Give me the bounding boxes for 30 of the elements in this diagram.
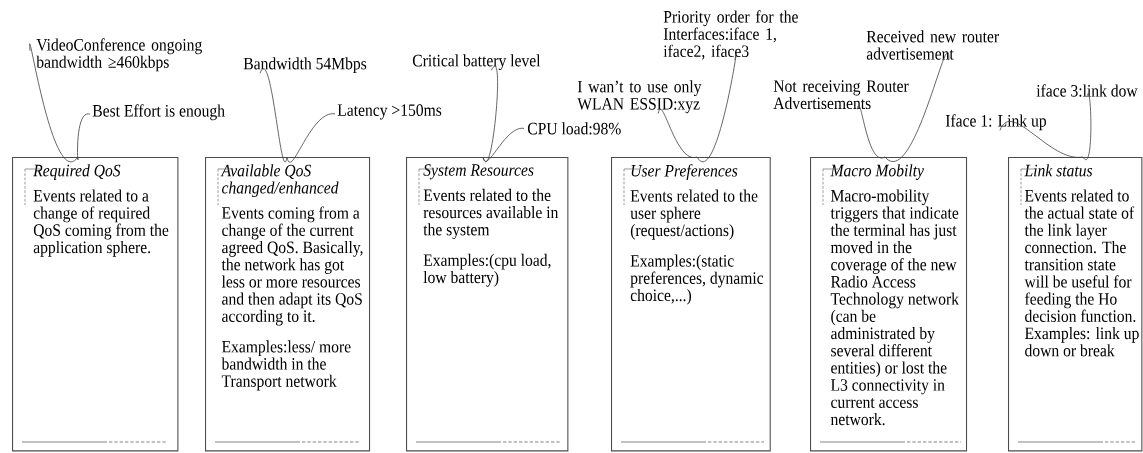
category-box: System Resources Events related to the resources available in the system Examples:(cpu load, low battery) [406,157,569,452]
category-box: Required QoS Events related to a change of required QoS coming from the application sphere. [12,157,179,452]
category-box: User Preferences Events related to the user sphere (request/actions) Examples:(static preferences, dynamic choice,...) [611,157,771,452]
leader-line [482,65,498,162]
annotation-text: Iface 1: Link up [945,114,1046,131]
annotation-text: Received new router advertisement [866,30,999,60]
leader-line [29,43,79,163]
leader-line [259,68,288,163]
category-box: Link status Events related to the actual state of the link layer connection. The transition state will be useful for feeding the Ho decision function. Examples: link up down or break [1008,157,1143,452]
annotation-text: Bandwidth 54Mbps [243,57,367,73]
annotation-text: Priority order for the Interfaces:iface 1, iface2, iface3 [663,10,798,60]
annotation-text: I wan’t to use only WLAN ESSID:xyz [577,80,702,114]
category-box: Available QoS changed/enhanced Events coming from a change of the current agreed QoS. Basically, the network has got less or more resources and then adapt its QoS according to it. Examples:less/ more bandwidth in the Transport network [205,157,371,452]
leader-line [884,52,950,162]
annotation-text: Not receiving Router Advertisements [773,80,909,110]
annotation-text: Critical battery level [412,54,541,71]
annotation-text: Latency >150ms [337,104,442,120]
annotation-text: VideoConference ongoing bandwidth ≥460kbps [36,38,202,72]
leader-line [856,105,886,159]
leader-line [482,128,525,162]
leader-line [1082,93,1092,161]
leader-line [696,53,737,163]
annotation-text: Best Effort is enough [92,104,225,121]
leader-line [999,121,1084,158]
leader-line [286,113,336,163]
annotation-text: CPU load:98% [527,122,621,135]
category-box: Macro Mobilty Macro-mobility triggers that indicate the terminal has just moved in the coverage of the new Radio Access Technology network (can be administrated by several different entities) or lost the L3 connectivity in current access network. [810,157,968,452]
leader-line [657,109,698,158]
leader-line [77,113,91,161]
annotation-text: iface 3:link dow [1036,84,1138,97]
